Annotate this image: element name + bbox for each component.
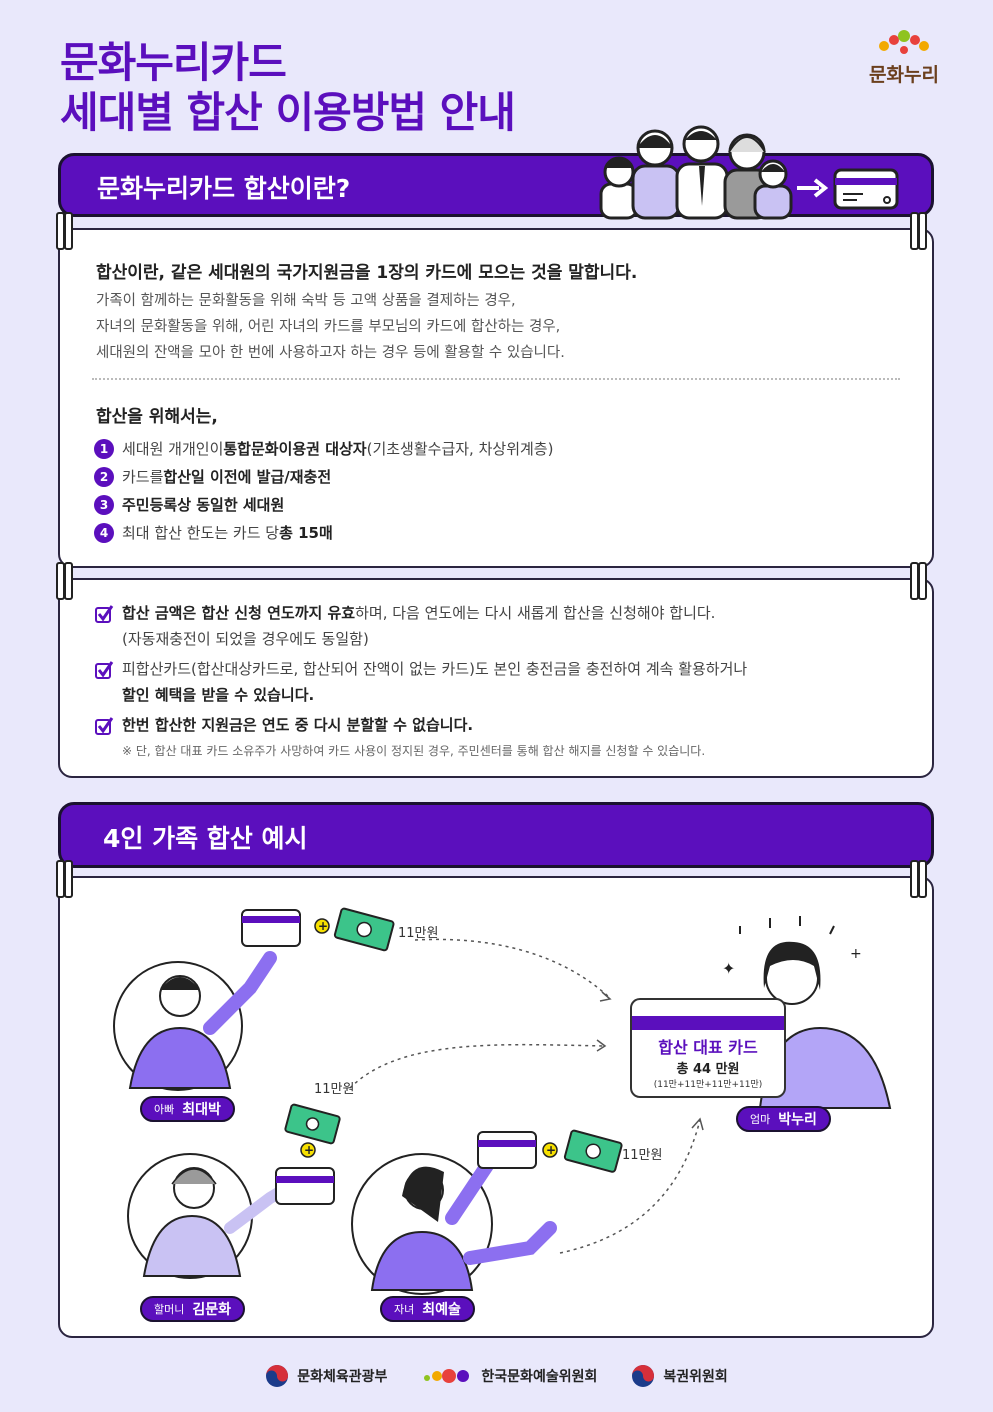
svg-text:✦: ✦ xyxy=(722,959,735,978)
desc-line: 세대원의 잔액을 모아 한 번에 사용하고자 하는 경우 등에 활용할 수 있습… xyxy=(96,345,565,361)
number-badge: 4 xyxy=(94,522,114,543)
amount-label: 11만원 xyxy=(622,1148,663,1163)
note-text: 하며, 다음 연도에는 다시 새롭게 합산을 신청해야 합니다. xyxy=(355,604,716,622)
req-pre: 카드를 xyxy=(122,468,164,486)
section-banner-definition: 문화누리카드 합산이란? xyxy=(58,125,934,220)
binder-clip xyxy=(56,212,73,250)
family-illustration: + + + xyxy=(113,907,892,1295)
family-to-card-icon xyxy=(599,125,899,220)
title-line2: 세대별 합산 이용방법 안내 xyxy=(60,88,516,137)
org-arko: 한국문화예술위원회 xyxy=(421,1364,597,1388)
divider xyxy=(92,378,900,380)
check-icon xyxy=(95,717,114,735)
example-panel: + + + xyxy=(56,860,934,1338)
person-name: 김문화 xyxy=(192,1302,232,1318)
binder-clip xyxy=(910,212,927,250)
org-name: 복권위원회 xyxy=(663,1369,728,1385)
requirement-item: 3 주민등록상 동일한 세대원 xyxy=(94,494,284,515)
number-badge: 1 xyxy=(94,438,114,459)
flower-logo-icon xyxy=(879,30,929,54)
title-line1: 문화누리카드 xyxy=(60,38,287,87)
note-bold: 한번 합산한 지원금은 연도 중 다시 분할할 수 없습니다. xyxy=(122,716,474,734)
arko-logo-icon xyxy=(424,1369,470,1383)
requirement-item: 1 세대원 개개인이 통합문화이용권 대상자(기초생활수급자, 차상위계층) xyxy=(94,438,553,459)
rep-card-total: 총 44 만원 xyxy=(676,1062,740,1077)
name-tag-grandma: 할머니 김문화 xyxy=(140,1296,246,1322)
note-item: 한번 합산한 지원금은 연도 중 다시 분할할 수 없습니다. ※ 단, 합산 … xyxy=(94,712,705,764)
requirements-title: 합산을 위해서는, xyxy=(96,407,218,427)
req-bold: 통합문화이용권 대상자 xyxy=(223,440,367,458)
requirement-item: 4 최대 합산 한도는 카드 당 총 15매 xyxy=(94,522,333,543)
role-label: 엄마 xyxy=(750,1113,771,1126)
svg-text:+: + xyxy=(850,946,862,962)
org-name: 문화체육관광부 xyxy=(297,1369,388,1385)
org-name: 한국문화예술위원회 xyxy=(481,1369,598,1385)
munhwanuri-logo: 문화누리 xyxy=(858,30,950,86)
person-name: 박누리 xyxy=(778,1112,817,1128)
req-bold: 총 15매 xyxy=(279,524,333,542)
card-strip xyxy=(632,1016,784,1030)
desc-line: 자녀의 문화활동을 위해, 어린 자녀의 카드를 부모님의 카드에 합산하는 경… xyxy=(96,319,561,335)
svg-text:+: + xyxy=(546,1143,556,1157)
req-pre: 세대원 개개인이 xyxy=(122,440,224,458)
org-lottery: 복권위원회 xyxy=(631,1364,728,1388)
rep-card-breakdown: (11만+11만+11만+11만) xyxy=(653,1080,763,1090)
requirement-item: 2 카드를 합산일 이전에 발급/재충전 xyxy=(94,466,331,487)
amount-label: 11만원 xyxy=(314,1082,355,1097)
note-line2-bold: 할인 혜택을 받을 수 있습니다. xyxy=(122,686,315,704)
role-label: 자녀 xyxy=(394,1303,415,1316)
note-line2: (자동재충전이 되었을 경우에도 동일함) xyxy=(122,630,369,648)
definition-panel: 합산이란, 같은 세대원의 국가지원금을 1장의 카드에 모으는 것을 말합니다… xyxy=(56,212,934,568)
section-banner-example: 4인 가족 합산 예시 xyxy=(58,802,934,868)
check-icon xyxy=(95,605,114,623)
notes-panel: 합산 금액은 합산 신청 연도까지 유효하며, 다음 연도에는 다시 새롭게 합… xyxy=(56,562,934,778)
amount-label: 11만원 xyxy=(398,926,439,941)
name-tag-dad: 아빠 최대박 xyxy=(140,1096,235,1122)
req-bold: 주민등록상 동일한 세대원 xyxy=(122,496,285,514)
description: 가족이 함께하는 문화활동을 위해 숙박 등 고액 상품을 결제하는 경우, 자… xyxy=(96,288,565,366)
person-name: 최대박 xyxy=(182,1102,221,1118)
note-item: 합산 금액은 합산 신청 연도까지 유효하며, 다음 연도에는 다시 새롭게 합… xyxy=(94,600,715,652)
definition-text: 합산이란, 같은 세대원의 국가지원금을 1장의 카드에 모으는 것을 말합니다… xyxy=(96,263,638,283)
binder-clip xyxy=(56,860,73,898)
note-text: 피합산카드(합산대상카드로, 합산되어 잔액이 없는 카드)도 본인 충전금을 … xyxy=(122,660,748,678)
taegeuk-icon xyxy=(632,1365,655,1387)
org-mcst: 문화체육관광부 xyxy=(265,1364,387,1388)
name-tag-child: 자녀 최예술 xyxy=(380,1296,475,1322)
svg-text:+: + xyxy=(304,1143,314,1157)
desc-line: 가족이 함께하는 문화활동을 위해 숙박 등 고액 상품을 결제하는 경우, xyxy=(96,293,516,309)
note-small: ※ 단, 합산 대표 카드 소유주가 사망하여 카드 사용이 정지된 경우, 주… xyxy=(122,744,706,758)
check-icon xyxy=(95,661,114,679)
note-item: 피합산카드(합산대상카드로, 합산되어 잔액이 없는 카드)도 본인 충전금을 … xyxy=(94,656,747,708)
svg-text:+: + xyxy=(318,919,328,933)
role-label: 할머니 xyxy=(154,1303,185,1316)
name-tag-mom: 엄마 박누리 xyxy=(736,1106,831,1132)
binder-clip xyxy=(56,562,73,600)
binder-clip xyxy=(910,860,927,898)
taegeuk-icon xyxy=(266,1365,289,1387)
number-badge: 2 xyxy=(94,466,114,487)
banner-title: 4인 가족 합산 예시 xyxy=(103,824,308,853)
representative-card: 합산 대표 카드 총 44 만원 (11만+11만+11만+11만) xyxy=(630,998,786,1098)
banner-title: 문화누리카드 합산이란? xyxy=(97,174,351,203)
role-label: 아빠 xyxy=(154,1103,175,1116)
footer-orgs: 문화체육관광부 한국문화예술위원회 복권위원회 xyxy=(0,1364,993,1388)
number-badge: 3 xyxy=(94,494,114,515)
req-pre: 최대 합산 한도는 카드 당 xyxy=(122,524,280,542)
logo-text: 문화누리 xyxy=(869,64,939,86)
note-bold: 합산 금액은 합산 신청 연도까지 유효 xyxy=(122,604,356,622)
req-post: (기초생활수급자, 차상위계층) xyxy=(366,440,554,458)
rep-card-title: 합산 대표 카드 xyxy=(658,1038,758,1057)
page-title: 문화누리카드 세대별 합산 이용방법 안내 xyxy=(60,38,516,138)
req-bold: 합산일 이전에 발급/재충전 xyxy=(163,468,332,486)
binder-clip xyxy=(910,562,927,600)
person-name: 최예술 xyxy=(422,1302,461,1318)
